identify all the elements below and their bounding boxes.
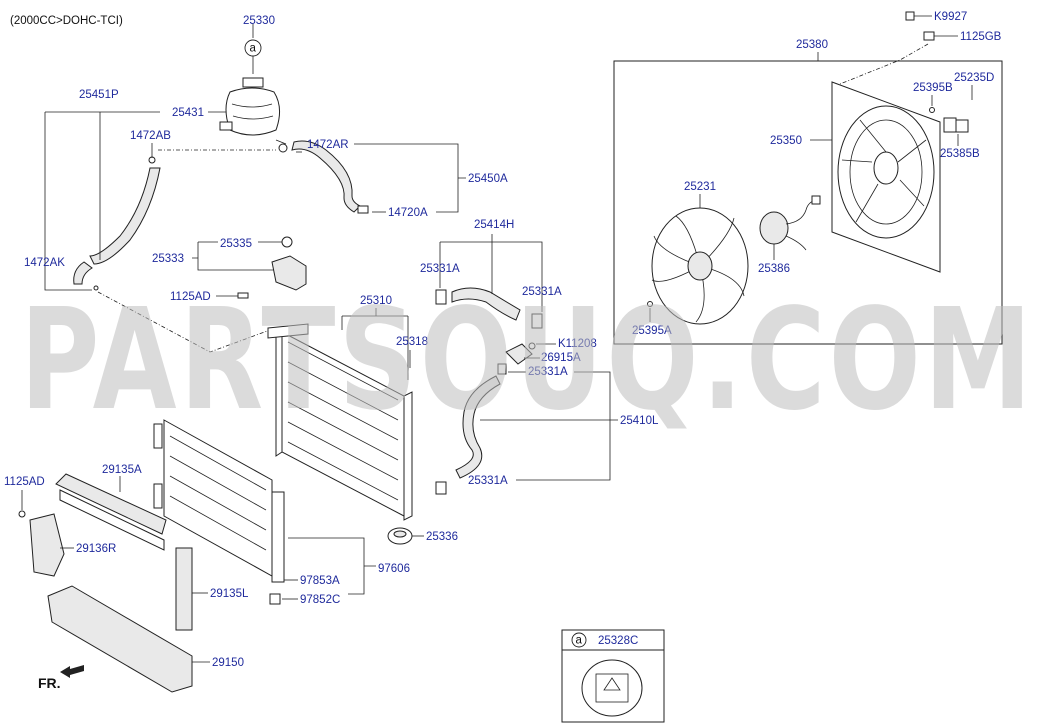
reservoir-hose-25451p[interactable] xyxy=(73,156,161,291)
mount-bracket-25333[interactable] xyxy=(237,236,307,299)
reservoir-cap xyxy=(242,77,264,88)
label-14720a: 14720A xyxy=(388,207,428,219)
engine-spec-label: (2000CC>DOHC-TCI) xyxy=(10,15,123,27)
label-25385b: 25385B xyxy=(940,148,980,160)
label-25395a: 25395A xyxy=(632,325,672,337)
fan-motor-25386[interactable] xyxy=(759,195,821,251)
label-1125ad-left: 1125AD xyxy=(4,476,45,488)
reservoir-tank[interactable] xyxy=(219,24,287,145)
front-direction-marker xyxy=(60,665,84,678)
label-k9927: K9927 xyxy=(934,11,967,23)
label-25414h: 25414H xyxy=(474,219,514,231)
callout-a-letter: a xyxy=(250,43,257,55)
label-97853a: 97853A xyxy=(300,575,340,587)
label-25318: 25318 xyxy=(396,336,428,348)
label-25231: 25231 xyxy=(684,181,716,193)
label-29150: 29150 xyxy=(212,657,244,669)
label-29136r: 29136R xyxy=(76,543,116,555)
radiator-25310[interactable] xyxy=(267,323,413,521)
label-k11208: K11208 xyxy=(558,338,597,350)
label-97606: 97606 xyxy=(378,563,410,575)
label-25331a-4: 25331A xyxy=(468,475,508,487)
label-25333: 25333 xyxy=(152,253,184,265)
label-25235d: 25235D xyxy=(954,72,994,84)
label-25410l: 25410L xyxy=(620,415,659,427)
front-label: FR. xyxy=(38,675,61,691)
label-29135a: 29135A xyxy=(102,464,142,476)
condenser-97606[interactable] xyxy=(153,419,285,605)
label-25450a: 25450A xyxy=(468,173,508,185)
label-1472ab: 1472AB xyxy=(130,130,171,142)
note-box-part-no: 25328C xyxy=(598,635,638,647)
note-box-25328c xyxy=(561,629,665,723)
upper-hose-25414h[interactable] xyxy=(435,287,543,329)
label-25451p: 25451P xyxy=(79,89,119,101)
label-97852c: 97852C xyxy=(300,594,340,606)
front-arrow-icon xyxy=(60,665,84,678)
label-26915a: 26915A xyxy=(541,352,581,364)
label-25330: 25330 xyxy=(243,15,275,27)
label-25331a-3: 25331A xyxy=(528,366,568,378)
label-25395b: 25395B xyxy=(913,82,953,94)
label-25331a-2: 25331A xyxy=(522,286,562,298)
reservoir-body xyxy=(225,87,280,136)
label-25386: 25386 xyxy=(758,263,790,275)
label-25380: 25380 xyxy=(796,39,828,51)
note-box-circle-letter: a xyxy=(576,635,583,647)
air-guard-29135a[interactable] xyxy=(55,473,167,551)
label-25310: 25310 xyxy=(360,295,392,307)
bolt-1125gb[interactable] xyxy=(923,31,935,41)
lower-hose-25410l[interactable] xyxy=(435,375,501,495)
label-25350: 25350 xyxy=(770,135,802,147)
label-25335: 25335 xyxy=(220,238,252,250)
air-guard-29135l[interactable] xyxy=(175,547,193,631)
watermark-text: PARTSOUQ.COM xyxy=(20,279,1035,442)
bolt-k9927[interactable] xyxy=(905,11,915,21)
label-29135l: 29135L xyxy=(210,588,249,600)
label-25336: 25336 xyxy=(426,531,458,543)
screw-25395b[interactable] xyxy=(929,107,935,113)
lower-guard-29150[interactable] xyxy=(47,585,193,693)
label-1125gb: 1125GB xyxy=(960,31,1002,43)
fan-blade-25231[interactable] xyxy=(651,207,749,325)
label-1472ak: 1472AK xyxy=(24,257,65,269)
air-guard-29136r[interactable] xyxy=(18,510,65,577)
drain-plug-25336[interactable] xyxy=(387,527,413,545)
screw-25395a[interactable] xyxy=(647,301,653,307)
label-1472ar: 1472AR xyxy=(307,139,349,151)
label-25431: 25431 xyxy=(172,107,204,119)
overflow-hose-25450a[interactable] xyxy=(278,140,369,214)
fan-shroud-25350[interactable] xyxy=(831,81,969,273)
label-25331a-1: 25331A xyxy=(420,263,460,275)
label-1125ad-top: 1125AD xyxy=(170,291,211,303)
thermostat-housing[interactable] xyxy=(497,342,536,375)
fan-assembly-box xyxy=(613,60,1003,345)
